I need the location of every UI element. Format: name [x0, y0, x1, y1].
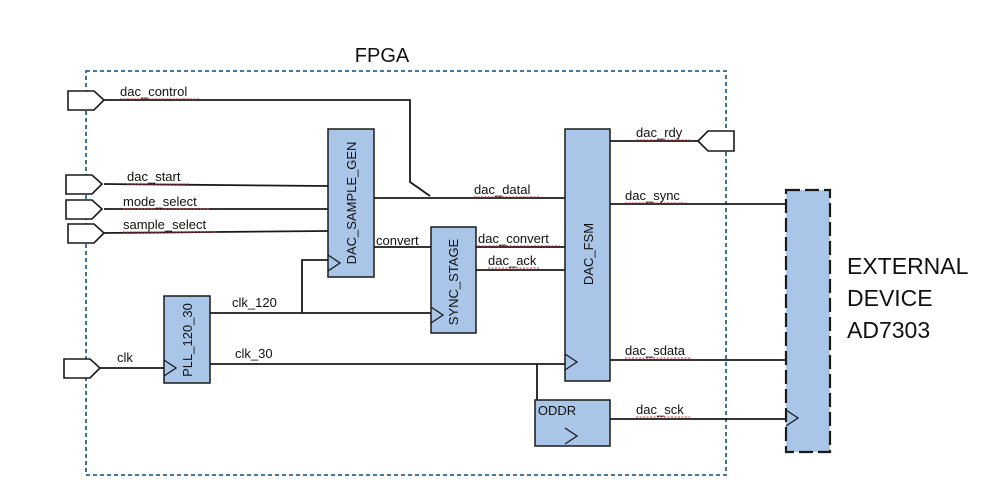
block-dac-sample-gen: [327, 128, 375, 278]
block-label-oddr: ODDR: [538, 403, 576, 418]
block-label-pll: PLL_120_30: [180, 303, 195, 377]
clock-marker: [327, 254, 342, 272]
label-dac-convert: dac_convert: [478, 231, 549, 246]
label-clk-30: clk_30: [235, 346, 273, 361]
fpga-boundary: [85, 70, 727, 476]
label-clk-120: clk_120: [232, 295, 277, 310]
label-sample-select: sample_select: [123, 217, 206, 232]
label-dac-sck: dac_sck: [636, 402, 684, 417]
external-device: [784, 188, 832, 454]
label-dac-sync: dac_sync: [625, 188, 680, 203]
label-dac-control: dac_control: [120, 84, 187, 99]
clock-marker: [564, 427, 579, 445]
label-dac-rdy: dac_rdy: [636, 125, 683, 140]
wire-dac-control: [104, 99, 431, 197]
block-sync-stage: [430, 226, 477, 334]
label-mode-select: mode_select: [123, 194, 197, 209]
label-convert: convert: [376, 233, 419, 248]
port-dac-start: [65, 174, 104, 195]
port-dac-rdy: [696, 130, 735, 152]
block-pll: [163, 295, 211, 384]
label-dac-start: dac_start: [127, 169, 181, 184]
external-label-line2: DEVICE: [847, 285, 933, 311]
wire-clk-120-branch: [301, 259, 328, 313]
clock-marker: [163, 359, 178, 377]
block-label-sample-gen: DAC_SAMPLE_GEN: [344, 142, 359, 265]
port-sample-select: [67, 223, 106, 244]
label-dac-sdata: dac_sdata: [625, 343, 686, 358]
block-label-dac-fsm: DAC_FSM: [581, 223, 596, 285]
block-dac-fsm: [564, 128, 611, 382]
port-mode-select: [65, 199, 104, 220]
fpga-title: FPGA: [355, 45, 410, 67]
clock-marker: [430, 306, 445, 324]
port-clk: [63, 358, 102, 379]
label-clk: clk: [117, 350, 133, 365]
clock-marker: [785, 409, 800, 427]
label-dac-datal: dac_datal: [474, 182, 530, 197]
clock-marker: [564, 353, 579, 371]
external-label-line1: EXTERNAL: [847, 253, 969, 279]
label-dac-ack: dac_ack: [488, 253, 537, 268]
external-label-line3: AD7303: [847, 317, 930, 343]
port-dac-control: [67, 90, 106, 111]
block-label-sync-stage: SYNC_STAGE: [446, 238, 461, 325]
